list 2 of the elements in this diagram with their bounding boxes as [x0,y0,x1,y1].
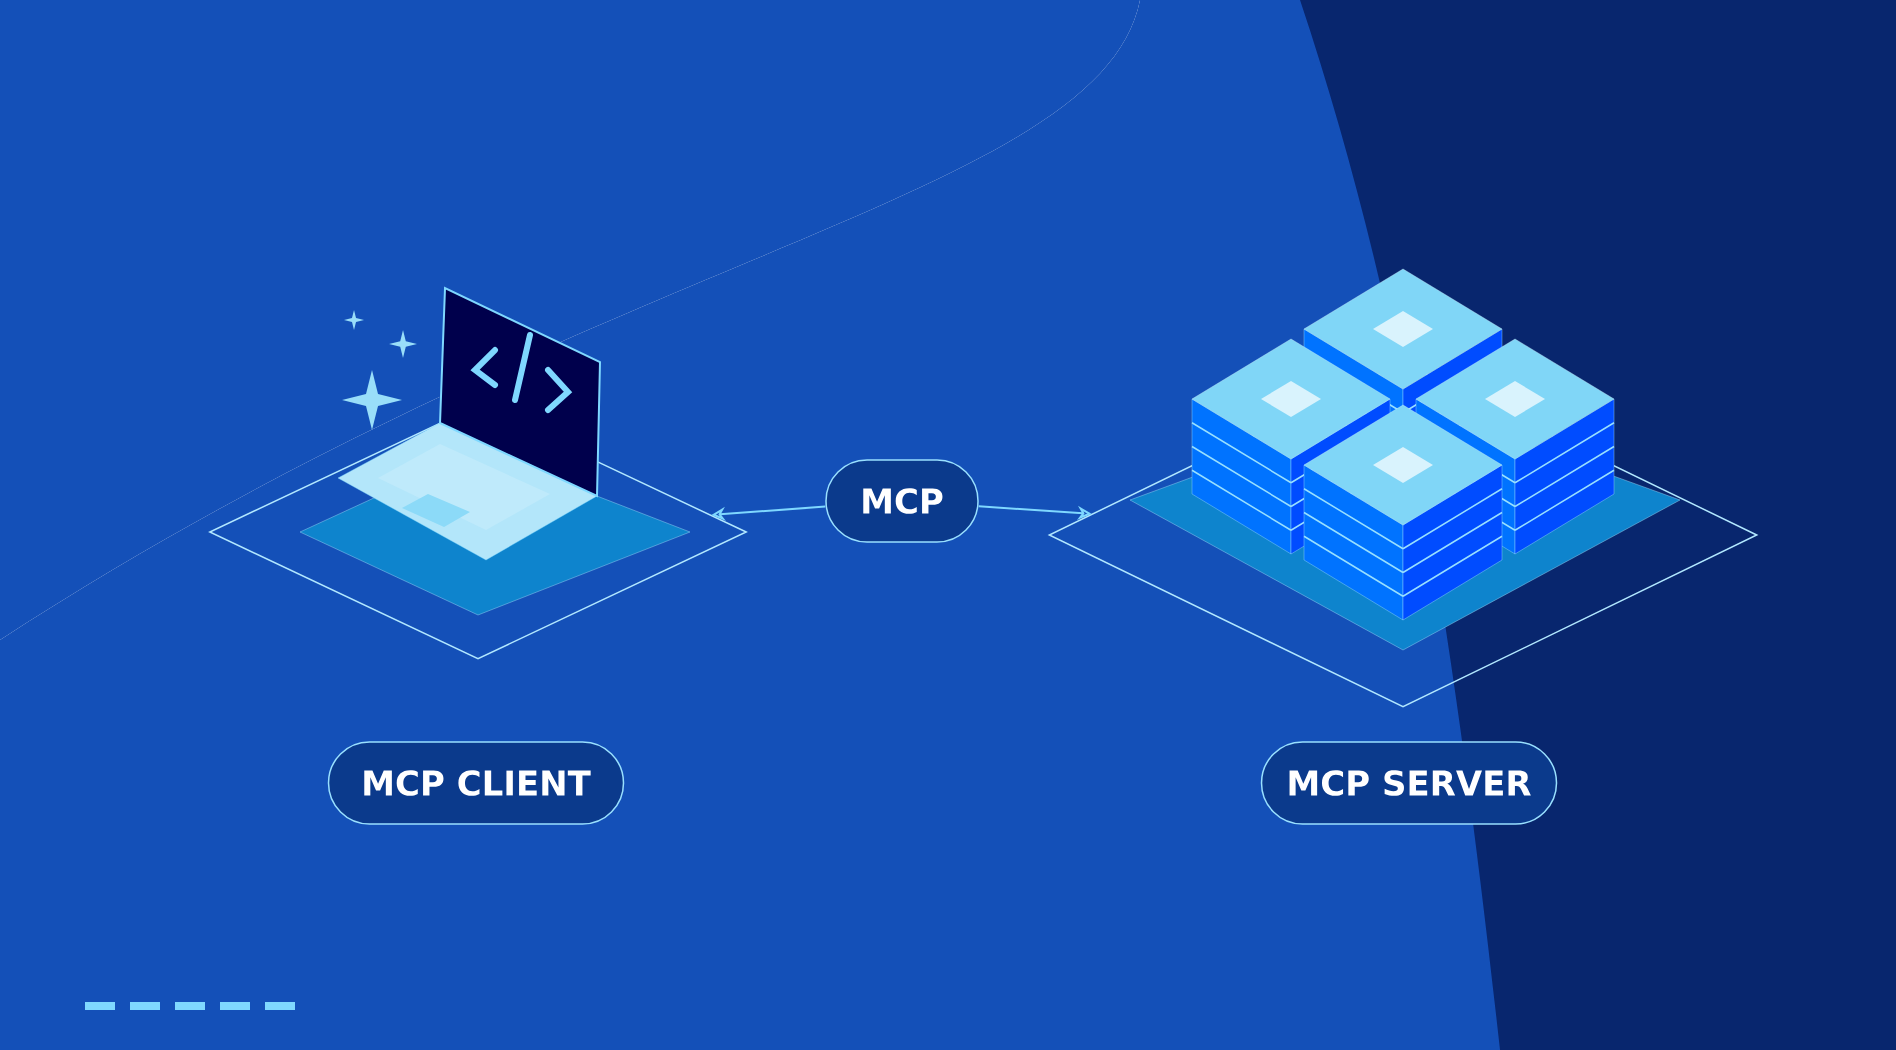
label-pill: MCP CLIENT [327,741,625,825]
label-pill: MCP SERVER [1260,741,1558,825]
